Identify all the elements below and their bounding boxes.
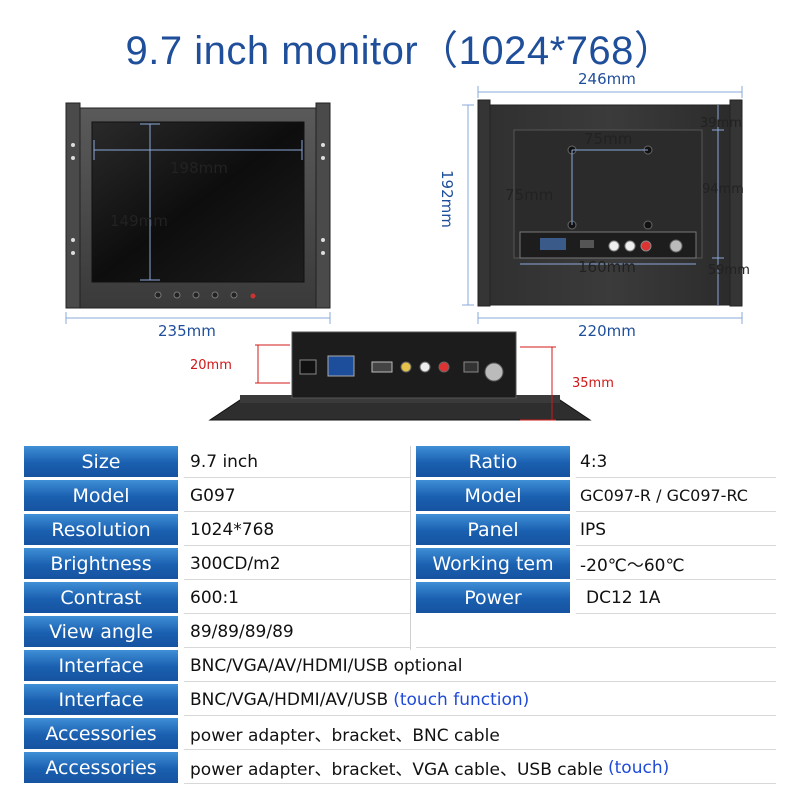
spec-value: 300CD/m2 xyxy=(184,548,410,580)
spec-value: GC097-R / GC097-RC xyxy=(576,480,776,512)
dim-back-width-top: 246mm xyxy=(578,70,636,88)
spec-value: 9.7 inch xyxy=(184,446,410,478)
dim-back-mid: 94mm xyxy=(702,182,744,197)
page-title: 9.7 inch monitor（1024*768） xyxy=(0,18,800,76)
spec-value: 89/89/89/89 xyxy=(184,616,410,648)
spec-value: power adapter、bracket、VGA cable、USB cabl… xyxy=(190,760,603,780)
dim-back-height: 192mm xyxy=(438,170,456,228)
spec-key: Ratio xyxy=(416,446,570,478)
spec-value-row: BNC/VGA/AV/HDMI/USB optional xyxy=(184,650,776,682)
column-divider xyxy=(410,446,411,650)
spec-key: Interface xyxy=(24,650,178,682)
dim-back-width-bottom: 220mm xyxy=(578,322,636,340)
side-view xyxy=(208,331,592,421)
spec-key: Accessories xyxy=(24,718,178,750)
dim-back-mount-v: 75mm xyxy=(505,186,554,204)
dim-side-depth-small: 20mm xyxy=(190,358,232,373)
dim-side-depth-large: 35mm xyxy=(572,376,614,391)
product-drawings xyxy=(65,86,743,421)
spec-key: Brightness xyxy=(24,548,178,580)
spec-value: BNC/VGA/AV/HDMI/USB optional xyxy=(190,655,463,676)
spec-value: IPS xyxy=(576,514,776,546)
spec-key: Working tem xyxy=(416,548,570,580)
spec-value: power adapter、bracket、BNC cable xyxy=(190,726,500,746)
spec-key: Accessories xyxy=(24,752,178,784)
spec-value: 1024*768 xyxy=(184,514,410,546)
spec-value: G097 xyxy=(184,480,410,512)
spec-highlight: (touch) xyxy=(608,757,670,778)
dim-back-mount-h: 75mm xyxy=(584,130,633,148)
spec-key: Size xyxy=(24,446,178,478)
spec-value-row: BNC/VGA/HDMI/AV/USB (touch function) xyxy=(184,684,776,716)
dim-back-bottom-offset: 59mm xyxy=(708,263,750,278)
spec-value: 4:3 xyxy=(576,446,776,478)
spec-value: -20℃～60℃ xyxy=(576,548,776,580)
spec-highlight: (touch function) xyxy=(393,689,530,710)
spec-key: View angle xyxy=(24,616,178,648)
dim-front-width-outer: 235mm xyxy=(158,322,216,340)
dim-back-top-offset: 39mm xyxy=(700,116,742,131)
spec-value: DC12 1A xyxy=(576,582,776,614)
spec-value-row: power adapter、bracket、BNC cable xyxy=(184,718,776,750)
title-main: 9.7 inch monitor xyxy=(125,29,419,73)
spec-key: Interface xyxy=(24,684,178,716)
spec-key: Model xyxy=(416,480,570,512)
spec-key: Resolution xyxy=(24,514,178,546)
back-view xyxy=(462,86,743,324)
spec-value: BNC/VGA/HDMI/AV/USB xyxy=(190,689,389,710)
spec-empty-cell xyxy=(416,616,776,648)
title-resolution: （1024*768） xyxy=(418,29,675,73)
front-view xyxy=(65,102,331,324)
spec-value: 600:1 xyxy=(184,582,410,614)
spec-value-row: power adapter、bracket、VGA cable、USB cabl… xyxy=(184,752,776,784)
spec-key: Panel xyxy=(416,514,570,546)
dim-front-height-inner: 149mm xyxy=(110,212,168,230)
dim-back-port-width: 160mm xyxy=(578,258,636,276)
spec-key: Contrast xyxy=(24,582,178,614)
dim-front-width-inner: 198mm xyxy=(170,159,228,177)
spec-key: Model xyxy=(24,480,178,512)
spec-key: Power xyxy=(416,582,570,614)
